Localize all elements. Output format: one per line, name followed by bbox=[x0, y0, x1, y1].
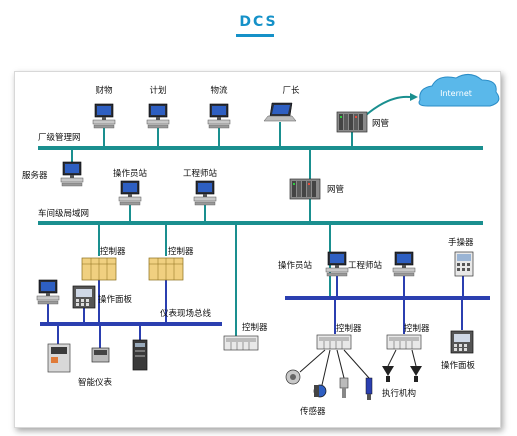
page-title: DCS bbox=[239, 14, 278, 30]
operation-panel-right-icon bbox=[450, 330, 474, 354]
controller-2-icon bbox=[148, 257, 184, 281]
left-station-pc-icon bbox=[36, 279, 60, 305]
server-pc-icon bbox=[60, 161, 84, 187]
internet-label: Internet bbox=[440, 89, 472, 98]
controller-2-label: 控制器 bbox=[168, 246, 194, 257]
sensor-label: 传感器 bbox=[300, 406, 326, 417]
engineer-station-top-pc-icon bbox=[193, 180, 217, 206]
controller-4-icon bbox=[316, 334, 352, 350]
operation-panel-left-icon bbox=[72, 285, 96, 309]
operator-station-top-pc-icon bbox=[118, 180, 142, 206]
internet-link bbox=[365, 95, 411, 116]
operator-station-top-label: 操作员站 bbox=[113, 168, 148, 179]
actuator-1-icon bbox=[382, 366, 394, 382]
logistics-pc-icon bbox=[207, 103, 231, 129]
internet-cloud-icon bbox=[418, 74, 500, 107]
internet-link-arrow bbox=[410, 93, 418, 101]
instrument-fieldbus-label: 仪表现场总线 bbox=[160, 308, 212, 319]
instrument-fieldbus-bus bbox=[40, 322, 222, 326]
server-label: 服务器 bbox=[22, 170, 48, 181]
gateway-top-label: 网管 bbox=[372, 118, 389, 129]
sensor-meter-icon bbox=[313, 384, 327, 398]
controller-1-icon bbox=[81, 257, 117, 281]
gateway-mid-label: 网管 bbox=[327, 184, 344, 195]
engineer-station-right-pc-icon bbox=[392, 251, 416, 277]
hand-operator-icon bbox=[454, 251, 474, 277]
workshop-lan-label: 车间级局域网 bbox=[38, 208, 89, 219]
plan-label: 计划 bbox=[149, 85, 166, 96]
laptop-icon bbox=[263, 102, 297, 122]
gateway-top-rack-icon bbox=[336, 111, 368, 133]
smart-instrument-label: 智能仪表 bbox=[78, 377, 113, 388]
controller-1-label: 控制器 bbox=[100, 246, 126, 257]
controller-5-label: 控制器 bbox=[404, 323, 430, 334]
actuator-2-icon bbox=[410, 366, 422, 382]
smart-instrument-2-icon bbox=[91, 347, 110, 363]
smart-instrument-1-icon bbox=[47, 343, 71, 373]
finance-pc-icon bbox=[92, 103, 116, 129]
controller-4-label: 控制器 bbox=[336, 323, 362, 334]
actuator-label: 执行机构 bbox=[382, 388, 416, 399]
logistics-label: 物流 bbox=[210, 85, 228, 96]
engineer-station-right-label: 工程师站 bbox=[348, 260, 383, 271]
sensor-probe-icon bbox=[365, 377, 373, 400]
title-underline bbox=[236, 34, 274, 37]
right-control-bus bbox=[285, 296, 490, 300]
controller-5-icon bbox=[386, 334, 422, 350]
plant-network-label: 厂级管理网 bbox=[38, 132, 81, 143]
workshop-lan-bus bbox=[38, 221, 483, 225]
operation-panel-right-label: 操作面板 bbox=[441, 360, 476, 371]
smart-instrument-3-icon bbox=[132, 339, 148, 371]
sensor-valve-icon bbox=[339, 377, 349, 398]
controller-3-icon bbox=[223, 335, 259, 351]
sensor-pump-icon bbox=[285, 369, 301, 385]
engineer-station-top-label: 工程师站 bbox=[183, 168, 218, 179]
plan-pc-icon bbox=[146, 103, 170, 129]
operation-panel-left-label: 操作面板 bbox=[98, 294, 133, 305]
operator-station-right-label: 操作员站 bbox=[278, 260, 313, 271]
controller-3-label: 控制器 bbox=[242, 322, 268, 333]
factory-director-label: 厂长 bbox=[282, 85, 300, 96]
finance-label: 财物 bbox=[95, 85, 113, 96]
gateway-mid-rack-icon bbox=[289, 178, 321, 200]
plant-network-bus bbox=[38, 146, 483, 150]
hand-operator-label: 手操器 bbox=[448, 237, 474, 248]
